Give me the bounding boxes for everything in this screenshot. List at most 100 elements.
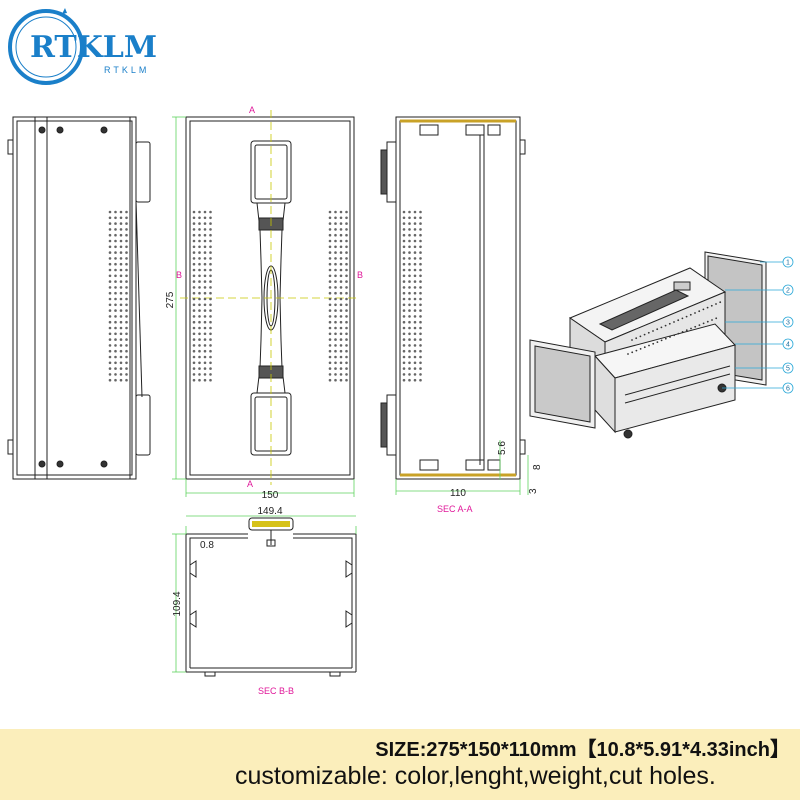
vent-hole — [108, 245, 112, 249]
vent-hole — [209, 367, 212, 370]
vent-hole — [198, 216, 201, 220]
vent-hole — [408, 332, 411, 336]
vent-hole — [125, 309, 128, 312]
vent-hole — [192, 349, 196, 353]
vent-hole — [334, 239, 337, 243]
vent-hole — [203, 268, 207, 272]
vent-hole — [125, 268, 128, 272]
vent-hole — [192, 320, 196, 324]
vent-hole — [345, 222, 348, 225]
vent-hole — [108, 315, 112, 318]
vent-hole — [192, 326, 196, 330]
vent-hole — [119, 274, 123, 278]
vent-hole — [192, 309, 196, 312]
vent-hole — [119, 233, 123, 237]
vent-hole — [413, 309, 417, 312]
vent-hole — [334, 303, 337, 307]
vent-hole — [339, 332, 343, 336]
vent-hole — [413, 291, 417, 295]
vent-hole — [198, 239, 201, 243]
vent-hole — [119, 262, 123, 266]
vent-hole — [413, 239, 417, 243]
vent-hole — [198, 373, 201, 376]
vent-hole — [108, 338, 112, 341]
vent-hole — [209, 297, 212, 301]
vent-hole — [334, 216, 337, 220]
vent-hole — [339, 326, 343, 330]
vent-hole — [209, 291, 212, 295]
vent-hole — [125, 257, 128, 260]
vent-hole — [408, 320, 411, 324]
vent-hole — [408, 280, 411, 283]
vent-hole — [125, 349, 128, 353]
vent-hole — [413, 228, 417, 231]
vent-hole — [328, 216, 332, 220]
vent-hole — [328, 332, 332, 336]
vent-hole — [339, 210, 343, 214]
vent-hole — [209, 338, 212, 341]
vent-hole — [694, 312, 696, 314]
vent-hole — [334, 291, 337, 295]
vent-hole — [119, 257, 123, 260]
section-b-right-label: B — [357, 270, 363, 280]
vent-hole — [209, 245, 212, 249]
dim-width-150: 150 — [262, 490, 279, 501]
vent-hole — [408, 239, 411, 243]
brand-logo: RTKLM RTKLM — [8, 8, 157, 85]
vent-hole — [419, 291, 422, 295]
vent-hole — [209, 233, 212, 237]
vent-hole — [328, 297, 332, 301]
vent-hole — [119, 309, 123, 312]
vent-hole — [345, 355, 348, 359]
dim-8: 8 — [532, 464, 543, 470]
vent-hole — [635, 337, 638, 340]
vent-hole — [203, 274, 207, 278]
vent-hole — [108, 344, 112, 347]
vent-hole — [108, 320, 112, 324]
vent-hole — [402, 303, 406, 307]
vent-hole — [198, 228, 201, 231]
callout-bubble — [782, 316, 794, 328]
vent-hole — [114, 274, 117, 278]
vent-hole — [119, 280, 123, 283]
vent-hole — [125, 315, 128, 318]
vent-hole — [339, 309, 343, 312]
vent-hole — [334, 251, 337, 254]
vent-hole — [328, 245, 332, 249]
vent-hole — [419, 216, 422, 220]
vent-hole — [192, 344, 196, 347]
vent-hole — [339, 355, 343, 359]
vent-hole — [108, 257, 112, 260]
vent-hole — [345, 303, 348, 307]
vent-hole — [209, 280, 212, 283]
vent-hole — [108, 210, 112, 214]
vent-hole — [334, 373, 337, 376]
vent-hole — [681, 331, 684, 333]
vent-hole — [339, 361, 343, 365]
vent-hole — [402, 251, 406, 254]
vent-hole — [119, 245, 123, 249]
vent-hole — [119, 297, 123, 301]
vent-hole — [328, 210, 332, 214]
vent-hole — [198, 320, 201, 324]
vent-hole — [408, 378, 411, 382]
vent-hole — [339, 262, 343, 266]
vent-hole — [114, 332, 117, 336]
vent-hole — [114, 361, 117, 365]
vent-hole — [119, 222, 123, 225]
vent-hole — [647, 331, 650, 334]
vent-hole — [209, 309, 212, 312]
vent-hole — [328, 355, 332, 359]
vent-hole — [192, 245, 196, 249]
vent-hole — [643, 346, 646, 349]
vent-hole — [639, 335, 642, 338]
vent-hole — [192, 239, 196, 243]
vent-hole — [328, 262, 332, 266]
vent-hole — [345, 315, 348, 318]
vent-hole — [198, 332, 201, 336]
vent-hole — [715, 317, 718, 320]
vent-hole — [413, 344, 417, 347]
vent-hole — [119, 210, 123, 214]
vent-hole — [419, 344, 422, 347]
vent-hole — [192, 262, 196, 266]
